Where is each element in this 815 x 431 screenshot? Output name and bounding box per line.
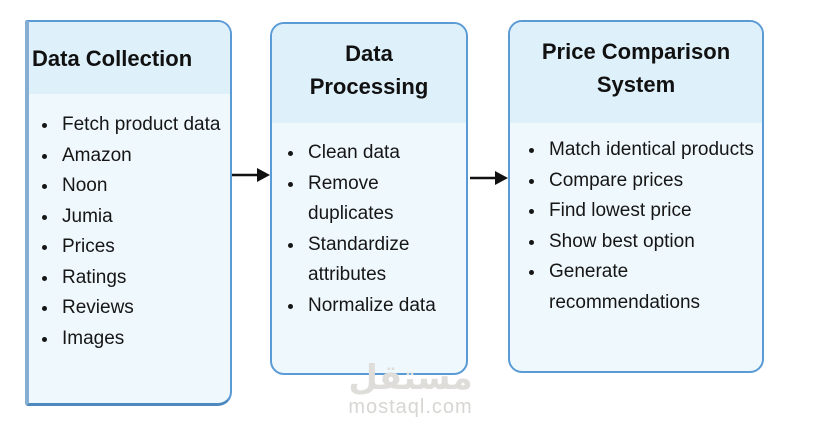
list-item: Remove duplicates <box>305 169 462 230</box>
list-item: Amazon <box>59 141 224 172</box>
list-item: Jumia <box>59 202 224 233</box>
data-processing-title: Data Processing <box>272 24 466 123</box>
list-item: Reviews <box>59 293 224 324</box>
data-collection-box: Data Collection Fetch product data Amazo… <box>25 20 232 406</box>
data-collection-list: Fetch product data Amazon Noon Jumia Pri… <box>29 110 224 354</box>
list-item: Standardize attributes <box>305 230 462 291</box>
list-item: Images <box>59 324 224 355</box>
box-title-text: Price Comparison System <box>541 39 731 97</box>
list-item: Find lowest price <box>546 196 758 227</box>
box-title-text: Data Collection <box>32 45 193 71</box>
list-item: Clean data <box>305 138 462 169</box>
list-item: Fetch product data <box>59 110 224 141</box>
data-processing-list: Clean data Remove duplicates Standardize… <box>272 138 462 321</box>
box-title-text: Data Processing <box>309 41 429 99</box>
flow-arrow-icon <box>232 168 270 182</box>
flow-arrow-icon <box>470 171 508 185</box>
list-item: Noon <box>59 171 224 202</box>
list-item: Ratings <box>59 263 224 294</box>
list-item: Normalize data <box>305 291 462 322</box>
list-item: Match identical products <box>546 135 758 166</box>
list-item: Compare prices <box>546 166 758 197</box>
price-comparison-list: Match identical products Compare prices … <box>510 135 758 318</box>
price-comparison-box: Price Comparison System Match identical … <box>508 20 764 373</box>
list-item: Show best option <box>546 227 758 258</box>
mostaql-site-text: mostaql.com <box>348 396 473 418</box>
list-item: Prices <box>59 232 224 263</box>
list-item: Generate recommendations <box>546 257 758 318</box>
data-collection-title: Data Collection <box>29 22 230 94</box>
price-comparison-title: Price Comparison System <box>510 22 762 123</box>
data-processing-box: Data Processing Clean data Remove duplic… <box>270 22 468 375</box>
